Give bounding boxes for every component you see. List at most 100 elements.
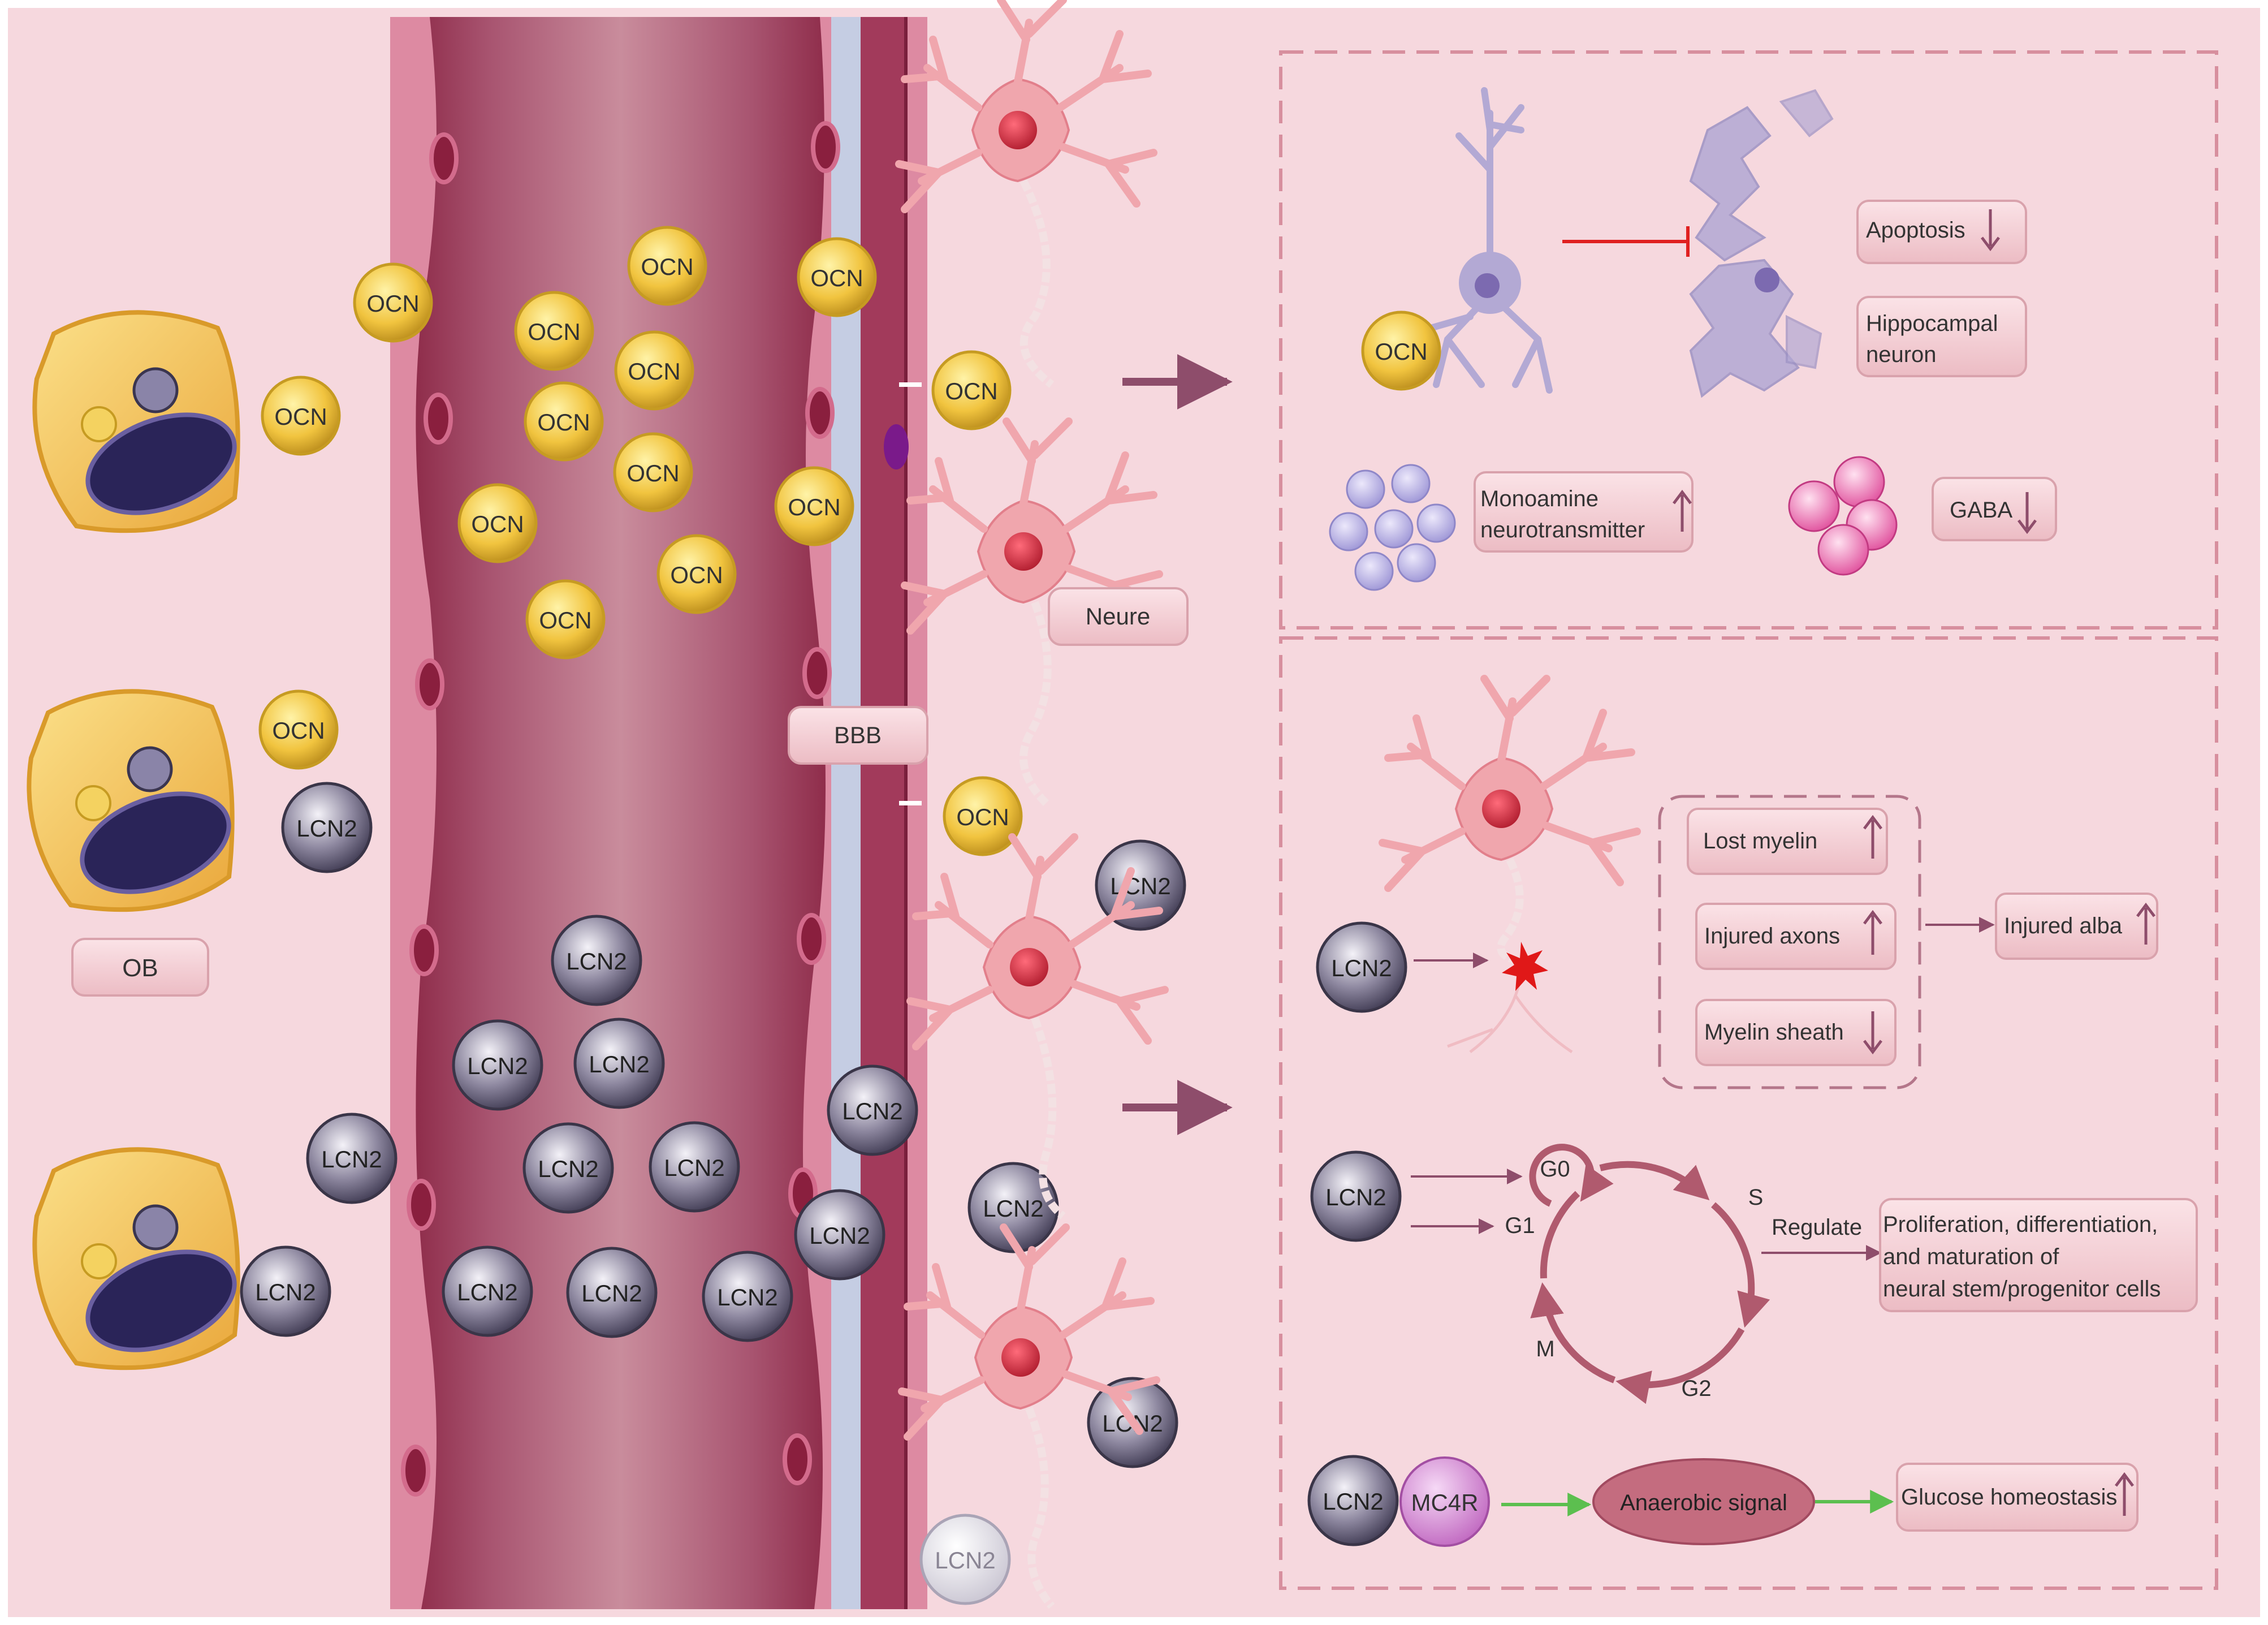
ocn-label: OCN — [628, 358, 680, 385]
hippocampal-neuron-nucleus — [1475, 273, 1500, 298]
myelin-effects-group — [1658, 795, 1921, 1089]
ocn-molecules: OCN OCN OCN OCN OCN OCN OCN OCN OCN OCN … — [260, 227, 1021, 855]
apoptotic-neuron — [1689, 89, 1834, 398]
cycle-g0-label: G0 — [1540, 1157, 1570, 1182]
hippocampal-neuron-label-line2: neuron — [1866, 342, 1937, 367]
lcn2-label: LCN2 — [1331, 955, 1392, 981]
ocn-label: OCN — [641, 253, 693, 280]
ocn-label: OCN — [627, 460, 679, 486]
ocn-label: OCN — [945, 378, 997, 404]
anaerobic-signal-ellipse — [1592, 1458, 1815, 1545]
lcn2-label: LCN2 — [457, 1279, 517, 1305]
lcn2-label: LCN2 — [842, 1098, 902, 1124]
down-arrow-icon — [1981, 209, 2000, 252]
anaerobic-signal-label: Anaerobic signal — [1620, 1490, 1787, 1515]
lcn2-label: LCN2 — [983, 1195, 1043, 1222]
lost-myelin-box — [1687, 808, 1888, 875]
glucose-homeostasis-box — [1896, 1463, 2139, 1532]
ocn-label: OCN — [1375, 338, 1427, 365]
monoamine-label-line2: neurotransmitter — [1480, 518, 1645, 542]
lcn2-molecules: LCN2 LCN2 LCN2 LCN2 LCN2 LCN2 LCN2 LCN2 … — [241, 783, 1185, 1605]
monoamine-cluster — [1329, 464, 1456, 591]
lcn2-label: LCN2 — [255, 1279, 316, 1305]
proliferation-box — [1879, 1198, 2198, 1312]
proliferation-label-line2: and maturation of — [1883, 1244, 2059, 1269]
cycle-g1-label: G1 — [1505, 1213, 1535, 1238]
lcn2-label: LCN2 — [664, 1154, 724, 1181]
cycle-m-label: M — [1536, 1337, 1554, 1361]
monoamine-box — [1474, 471, 1694, 553]
lost-myelin-label: Lost myelin — [1703, 829, 1817, 854]
proliferation-label-line1: Proliferation, differentiation, — [1883, 1212, 2158, 1237]
ocn-label: OCN — [788, 494, 840, 520]
lcn2-label: LCN2 — [581, 1280, 642, 1307]
lcn2-label: LCN2 — [809, 1222, 870, 1249]
hippocampal-neuron-label-line1: Hippocampal — [1866, 311, 1998, 336]
injured-axon — [1497, 857, 1524, 965]
ocn-label: OCN — [956, 804, 1009, 830]
osteoblast-cell — [34, 1149, 248, 1368]
mc4r-label: MC4R — [1411, 1489, 1478, 1516]
down-arrow-icon — [2018, 492, 2037, 535]
injured-axons-label: Injured axons — [1704, 924, 1840, 949]
ocn-label: OCN — [274, 403, 327, 430]
lcn2-label: LCN2 — [566, 948, 627, 975]
gaba-cluster — [1788, 456, 1898, 576]
lcn2-label: LCN2 — [589, 1051, 649, 1077]
up-arrow-icon — [1673, 489, 1692, 532]
apoptotic-neuron-nucleus — [1755, 268, 1779, 292]
lcn2-label: LCN2 — [717, 1284, 777, 1311]
hippocampal-neuron-box — [1856, 296, 2027, 377]
ocn-label: OCN — [810, 265, 863, 291]
ob-label-box — [71, 938, 209, 997]
up-arrow-icon — [2115, 1472, 2134, 1516]
injured-alba-label: Injured alba — [2004, 913, 2123, 938]
apoptosis-label: Apoptosis — [1866, 218, 1965, 243]
ocn-label: OCN — [537, 409, 590, 436]
lcn2-label: LCN2 — [296, 815, 357, 842]
myelin-sheath-label: Myelin sheath — [1704, 1020, 1844, 1045]
regulate-label: Regulate — [1772, 1215, 1862, 1240]
lcn2-label: LCN2 — [1325, 1184, 1386, 1210]
up-arrow-icon — [1863, 814, 1882, 859]
down-arrow-icon — [1863, 1011, 1882, 1055]
lcn2-effects-panel — [1279, 636, 2218, 1590]
monoamine-label-line1: Monoamine — [1480, 486, 1599, 511]
brain-neurons — [899, 0, 1165, 1609]
ocn-label: OCN — [272, 717, 325, 744]
neure-label: Neure — [1086, 603, 1150, 630]
ob-label: OB — [122, 954, 158, 982]
ocn-label: OCN — [670, 562, 723, 588]
lcn2-label: LCN2 — [1323, 1488, 1383, 1515]
up-arrow-icon — [2136, 902, 2155, 945]
gaba-label: GABA — [1950, 498, 2012, 523]
ocn-label: OCN — [528, 318, 580, 345]
bbb-label: BBB — [834, 722, 882, 748]
lcn2-label: LCN2 — [321, 1146, 382, 1173]
apoptosis-box — [1856, 200, 2027, 264]
injury-star-icon — [1502, 942, 1548, 991]
gaba-box — [1932, 477, 2057, 541]
osteoblast-cell — [29, 691, 242, 910]
cycle-s-label: S — [1748, 1185, 1764, 1210]
bbb-label-box — [788, 706, 928, 765]
myelin-sheath-box — [1695, 999, 1897, 1066]
cycle-g2-label: G2 — [1681, 1376, 1711, 1401]
ocn-label: OCN — [366, 290, 419, 317]
lcn2-label: LCN2 — [538, 1156, 598, 1182]
osteoblast-cell — [34, 312, 248, 531]
hippocampal-neuron-healthy — [1427, 87, 1553, 394]
proliferation-label-line3: neural stem/progenitor cells — [1883, 1277, 2161, 1301]
ocn-label: OCN — [471, 511, 524, 537]
lcn2-label: LCN2 — [935, 1547, 995, 1574]
mc4r-receptor — [1399, 1456, 1490, 1547]
ocn-label: OCN — [539, 607, 591, 633]
injured-axons-box — [1695, 903, 1897, 970]
injured-alba-box — [1995, 893, 2158, 960]
cell-cycle — [1529, 1144, 1770, 1404]
glucose-homeostasis-label: Glucose homeostasis — [1901, 1485, 2117, 1510]
neure-label-box — [1048, 587, 1189, 646]
ocn-effects-panel — [1279, 50, 2218, 630]
lcn2-label: LCN2 — [467, 1053, 528, 1079]
